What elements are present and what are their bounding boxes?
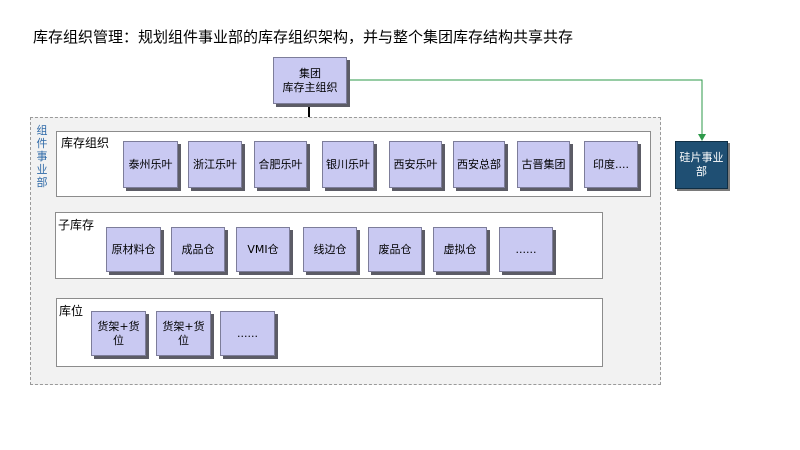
org-node: 印度.... — [584, 141, 638, 188]
org-node: 西安总部 — [453, 141, 505, 188]
location-band — [56, 298, 603, 367]
org-node: 浙江乐叶 — [188, 141, 242, 188]
subinventory-node: 线边仓 — [303, 227, 357, 272]
silicon-dept-line2: 部 — [696, 165, 707, 178]
subinventory-band-label: 子库存 — [58, 218, 95, 232]
silicon-dept-line1: 硅片事业 — [679, 151, 724, 164]
location-node-line1: 货架+货 — [162, 319, 205, 333]
subinventory-node: VMI仓 — [236, 227, 290, 272]
location-node: 货架+货 位 — [91, 311, 146, 356]
subinventory-node: 成品仓 — [171, 227, 225, 272]
location-node: 货架+货 位 — [156, 311, 211, 356]
location-band-label: 库位 — [59, 304, 84, 318]
subinventory-node: ...... — [499, 227, 553, 272]
silicon-dept-node: 硅片事业 部 — [675, 141, 728, 189]
org-node: 泰州乐叶 — [123, 141, 178, 188]
org-band-label: 库存组织 — [61, 136, 110, 150]
location-node-line1: 货架+货 — [97, 319, 140, 333]
location-node-line1: ...... — [237, 326, 258, 340]
subinventory-node: 虚拟仓 — [433, 227, 487, 272]
main-org-node: 集团 库存主组织 — [273, 57, 347, 104]
org-node: 合肥乐叶 — [254, 141, 307, 188]
component-dept-label: 组件事业部 — [36, 124, 48, 189]
subinventory-node: 废品仓 — [368, 227, 422, 272]
location-node-line2: 位 — [113, 333, 124, 347]
subinventory-node: 原材料仓 — [106, 227, 161, 272]
location-node-line2: 位 — [178, 333, 189, 347]
org-node: 西安乐叶 — [389, 141, 442, 188]
org-node: 古晋集团 — [517, 141, 570, 188]
main-org-line2: 库存主组织 — [282, 80, 338, 94]
location-node: ...... — [220, 311, 275, 356]
org-node: 银川乐叶 — [322, 141, 374, 188]
main-org-line1: 集团 — [299, 66, 321, 80]
page-title: 库存组织管理：规划组件事业部的库存组织架构，并与整个集团库存结构共享共存 — [33, 28, 574, 46]
